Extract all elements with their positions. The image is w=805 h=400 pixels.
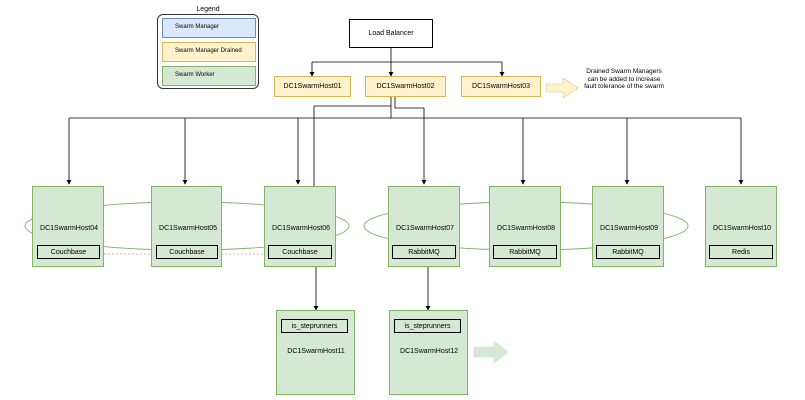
legend-swatch — [162, 18, 256, 38]
manager-node-01[interactable]: DC1SwarmHost01 — [274, 76, 351, 97]
drained-managers-note: Drained Swarm Managers can be added to i… — [584, 68, 664, 90]
service-badge-steprunners: is_steprunners — [281, 319, 348, 333]
runner-node-11[interactable]: is_steprunners DC1SwarmHost11 — [276, 310, 355, 395]
manager-label: DC1SwarmHost02 — [376, 83, 435, 90]
service-badge-rabbitmq: RabbitMQ — [493, 245, 557, 259]
runner-node-12[interactable]: is_steprunners DC1SwarmHost12 — [389, 310, 468, 395]
manager-node-02[interactable]: DC1SwarmHost02 — [365, 76, 446, 97]
legend-item-swarm-worker: Swarm Worker — [162, 66, 256, 86]
lb-to-manager-connectors — [309, 47, 505, 77]
load-balancer-node[interactable]: Load Balancer — [349, 19, 433, 48]
service-badge-rabbitmq: RabbitMQ — [392, 245, 456, 259]
worker-label: DC1SwarmHost04 — [40, 225, 98, 232]
service-badge-rabbitmq: RabbitMQ — [596, 245, 660, 259]
worker-node-08[interactable]: DC1SwarmHost08 RabbitMQ — [489, 186, 561, 267]
legend-swatch — [162, 42, 256, 62]
manager-label: DC1SwarmHost03 — [472, 83, 530, 90]
manager-to-worker-connectors — [66, 96, 744, 311]
worker-label: DC1SwarmHost05 — [159, 225, 217, 232]
worker-label: DC1SwarmHost06 — [272, 225, 330, 232]
legend-item-swarm-manager: Swarm Manager — [162, 18, 256, 38]
worker-node-04[interactable]: DC1SwarmHost04 Couchbase — [32, 186, 104, 267]
service-badge-redis: Redis — [709, 245, 773, 259]
legend: Legend Swarm Manager Swarm Manager Drain… — [157, 6, 259, 89]
worker-node-09[interactable]: DC1SwarmHost09 RabbitMQ — [592, 186, 664, 267]
runner-label: DC1SwarmHost11 — [287, 348, 345, 355]
worker-label: DC1SwarmHost09 — [600, 225, 658, 232]
service-badge-couchbase: Couchbase — [268, 245, 332, 259]
worker-node-05[interactable]: DC1SwarmHost05 Couchbase — [151, 186, 222, 267]
worker-label: DC1SwarmHost10 — [713, 225, 771, 232]
worker-node-10[interactable]: DC1SwarmHost10 Redis — [705, 186, 777, 267]
legend-item-swarm-manager-drained: Swarm Manager Drained — [162, 42, 256, 62]
manager-node-03[interactable]: DC1SwarmHost03 — [461, 76, 541, 97]
worker-node-06[interactable]: DC1SwarmHost06 Couchbase — [264, 186, 336, 267]
service-badge-couchbase: Couchbase — [156, 245, 218, 259]
service-badge-steprunners: is_steprunners — [394, 319, 461, 333]
worker-label: DC1SwarmHost07 — [396, 225, 454, 232]
legend-label: Swarm Manager — [175, 24, 220, 30]
legend-label: Swarm Manager Drained — [175, 48, 242, 54]
load-balancer-label: Load Balancer — [368, 30, 414, 37]
service-badge-couchbase: Couchbase — [37, 245, 100, 259]
manager-label: DC1SwarmHost01 — [283, 83, 342, 90]
runner-label: DC1SwarmHost12 — [400, 348, 458, 355]
legend-swatch — [162, 66, 256, 86]
worker-label: DC1SwarmHost08 — [497, 225, 555, 232]
legend-title: Legend — [196, 6, 220, 13]
worker-node-07[interactable]: DC1SwarmHost07 RabbitMQ — [388, 186, 460, 267]
worker-arrow-icon — [473, 340, 509, 364]
drained-arrow-icon — [545, 77, 579, 99]
legend-label: Swarm Worker — [175, 72, 215, 78]
